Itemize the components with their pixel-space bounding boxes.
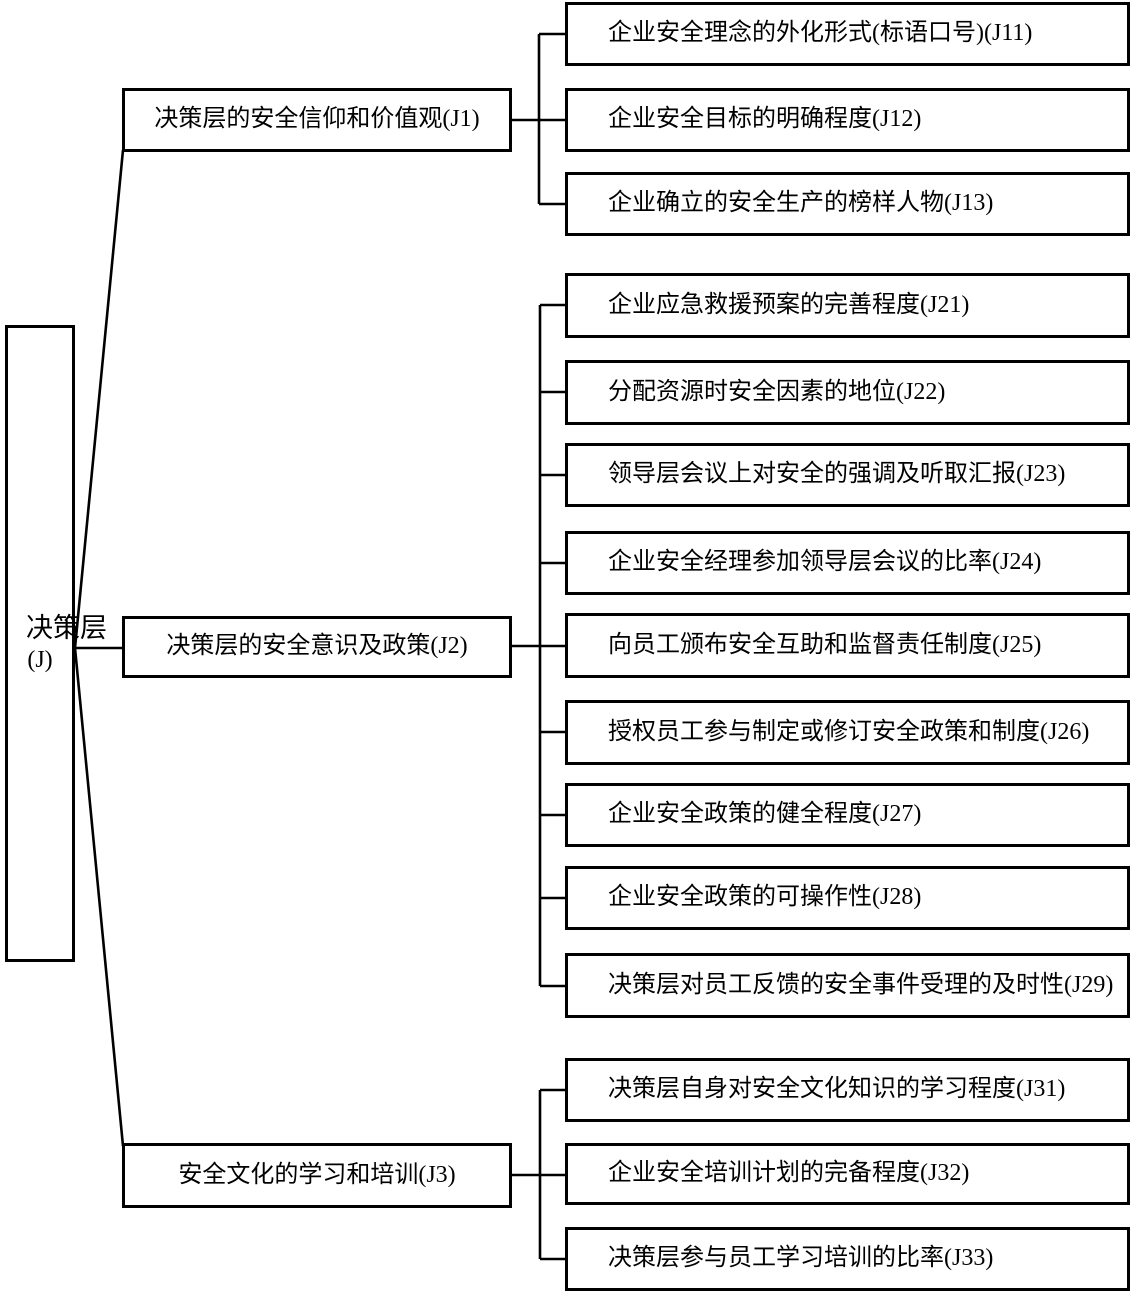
node-leaf-J23-label: 领导层会议上对安全的强调及听取汇报(J23): [608, 461, 1066, 488]
node-leaf-J27: 企业安全政策的健全程度(J27): [565, 783, 1130, 847]
node-leaf-J23: 领导层会议上对安全的强调及听取汇报(J23): [565, 443, 1130, 507]
node-branch-J3-label: 安全文化的学习和培训(J3): [178, 1161, 456, 1188]
node-branch-J2: 决策层的安全意识及政策(J2): [122, 616, 512, 678]
node-branch-J1: 决策层的安全信仰和价值观(J1): [122, 88, 512, 152]
connector-root-branch1: [73, 149, 125, 649]
node-branch-J2-label: 决策层的安全意识及政策(J2): [166, 633, 468, 660]
node-leaf-J28-label: 企业安全政策的可操作性(J28): [608, 884, 922, 911]
node-leaf-J13: 企业确立的安全生产的榜样人物(J13): [565, 172, 1130, 236]
node-leaf-J29-label: 决策层对员工反馈的安全事件受理的及时性(J29): [608, 971, 1114, 998]
node-leaf-J11-label: 企业安全理念的外化形式(标语口号)(J11): [608, 20, 1033, 47]
node-leaf-J13-label: 企业确立的安全生产的榜样人物(J13): [608, 190, 994, 217]
node-leaf-J26: 授权员工参与制定或修订安全政策和制度(J26): [565, 700, 1130, 765]
node-leaf-J24-label: 企业安全经理参加领导层会议的比率(J24): [608, 549, 1042, 576]
node-leaf-J12: 企业安全目标的明确程度(J12): [565, 88, 1130, 152]
node-leaf-J31-label: 决策层自身对安全文化知识的学习程度(J31): [608, 1076, 1066, 1103]
node-branch-J1-label: 决策层的安全信仰和价值观(J1): [154, 106, 480, 133]
node-leaf-J22: 分配资源时安全因素的地位(J22): [565, 360, 1130, 425]
node-leaf-J25: 向员工颁布安全互助和监督责任制度(J25): [565, 613, 1130, 678]
node-leaf-J32: 企业安全培训计划的完备程度(J32): [565, 1143, 1130, 1205]
node-leaf-J27-label: 企业安全政策的健全程度(J27): [608, 801, 922, 828]
node-root-suffix: (J): [27, 647, 53, 674]
connector-root-branch3: [73, 647, 125, 1147]
node-leaf-J22-label: 分配资源时安全因素的地位(J22): [608, 378, 946, 405]
node-leaf-J32-label: 企业安全培训计划的完备程度(J32): [608, 1160, 970, 1187]
node-leaf-J29: 决策层对员工反馈的安全事件受理的及时性(J29): [565, 953, 1130, 1018]
node-branch-J3: 安全文化的学习和培训(J3): [122, 1143, 512, 1208]
node-leaf-J26-label: 授权员工参与制定或修订安全政策和制度(J26): [608, 718, 1090, 745]
node-leaf-J12-label: 企业安全目标的明确程度(J12): [608, 106, 922, 133]
node-leaf-J21: 企业应急救援预案的完善程度(J21): [565, 273, 1130, 338]
node-leaf-J24: 企业安全经理参加领导层会议的比率(J24): [565, 531, 1130, 595]
node-leaf-J28: 企业安全政策的可操作性(J28): [565, 866, 1130, 930]
node-leaf-J21-label: 企业应急救援预案的完善程度(J21): [608, 291, 970, 318]
node-root-label: 决策层: [26, 613, 107, 644]
node-leaf-J11: 企业安全理念的外化形式(标语口号)(J11): [565, 2, 1130, 66]
node-leaf-J31: 决策层自身对安全文化知识的学习程度(J31): [565, 1058, 1130, 1122]
node-leaf-J33-label: 决策层参与员工学习培训的比率(J33): [608, 1245, 994, 1272]
node-root-J: 决策层 (J): [5, 325, 107, 962]
node-leaf-J33: 决策层参与员工学习培训的比率(J33): [565, 1227, 1130, 1291]
node-leaf-J25-label: 向员工颁布安全互助和监督责任制度(J25): [608, 631, 1042, 658]
